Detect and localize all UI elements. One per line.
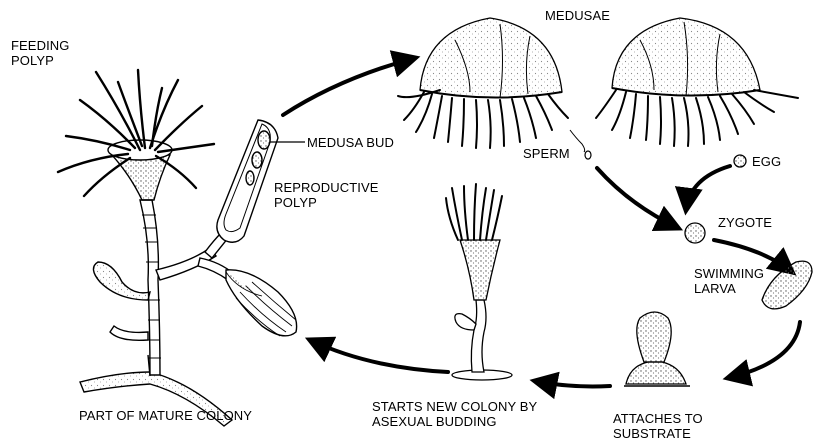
- arrow-reproductive-to-medusae: [283, 58, 415, 115]
- attached-larva-drawing: [624, 312, 690, 386]
- mature-colony-drawing: [58, 70, 305, 426]
- arrow-substrate-to-new-colony: [535, 381, 610, 386]
- zygote-drawing: [685, 223, 705, 243]
- label-attaches-line2: SUBSTRATE: [613, 426, 703, 441]
- sperm-drawing: [570, 130, 591, 159]
- medusa-right-drawing: [596, 18, 798, 146]
- label-reproductive-polyp-line1: REPRODUCTIVE: [274, 180, 379, 195]
- medusa-left-drawing: [398, 18, 568, 148]
- label-swimming-larva-line1: SWIMMING: [694, 266, 764, 281]
- label-starts-new-colony-line2: ASEXUAL BUDDING: [372, 414, 537, 429]
- label-starts-new-colony-line1: STARTS NEW COLONY BY: [372, 399, 537, 414]
- label-reproductive-polyp: REPRODUCTIVE POLYP: [274, 180, 379, 210]
- new-colony-drawing: [446, 184, 512, 380]
- label-feeding-polyp: FEEDING POLYP: [11, 38, 69, 68]
- label-attaches-line1: ATTACHES TO: [613, 411, 703, 426]
- larva-drawing: [762, 261, 812, 309]
- label-feeding-polyp-line1: FEEDING: [11, 38, 69, 53]
- label-medusa-bud: MEDUSA BUD: [307, 135, 394, 150]
- label-zygote: ZYGOTE: [718, 215, 772, 230]
- arrow-new-colony-to-mature: [310, 340, 448, 372]
- label-swimming-larva: SWIMMING LARVA: [694, 266, 764, 296]
- label-part-of-mature-colony: PART OF MATURE COLONY: [79, 408, 252, 423]
- egg-drawing: [734, 155, 746, 167]
- arrow-larva-to-substrate: [728, 322, 800, 378]
- label-egg: EGG: [752, 154, 781, 169]
- label-swimming-larva-line2: LARVA: [694, 281, 764, 296]
- label-medusae: MEDUSAE: [545, 8, 610, 23]
- arrow-sperm-to-zygote: [597, 168, 678, 228]
- label-sperm: SPERM: [523, 146, 570, 161]
- arrow-egg-to-zygote: [686, 166, 730, 210]
- label-attaches-to-substrate: ATTACHES TO SUBSTRATE: [613, 411, 703, 441]
- label-reproductive-polyp-line2: POLYP: [274, 195, 379, 210]
- label-feeding-polyp-line2: POLYP: [11, 53, 69, 68]
- label-starts-new-colony: STARTS NEW COLONY BY ASEXUAL BUDDING: [372, 399, 537, 429]
